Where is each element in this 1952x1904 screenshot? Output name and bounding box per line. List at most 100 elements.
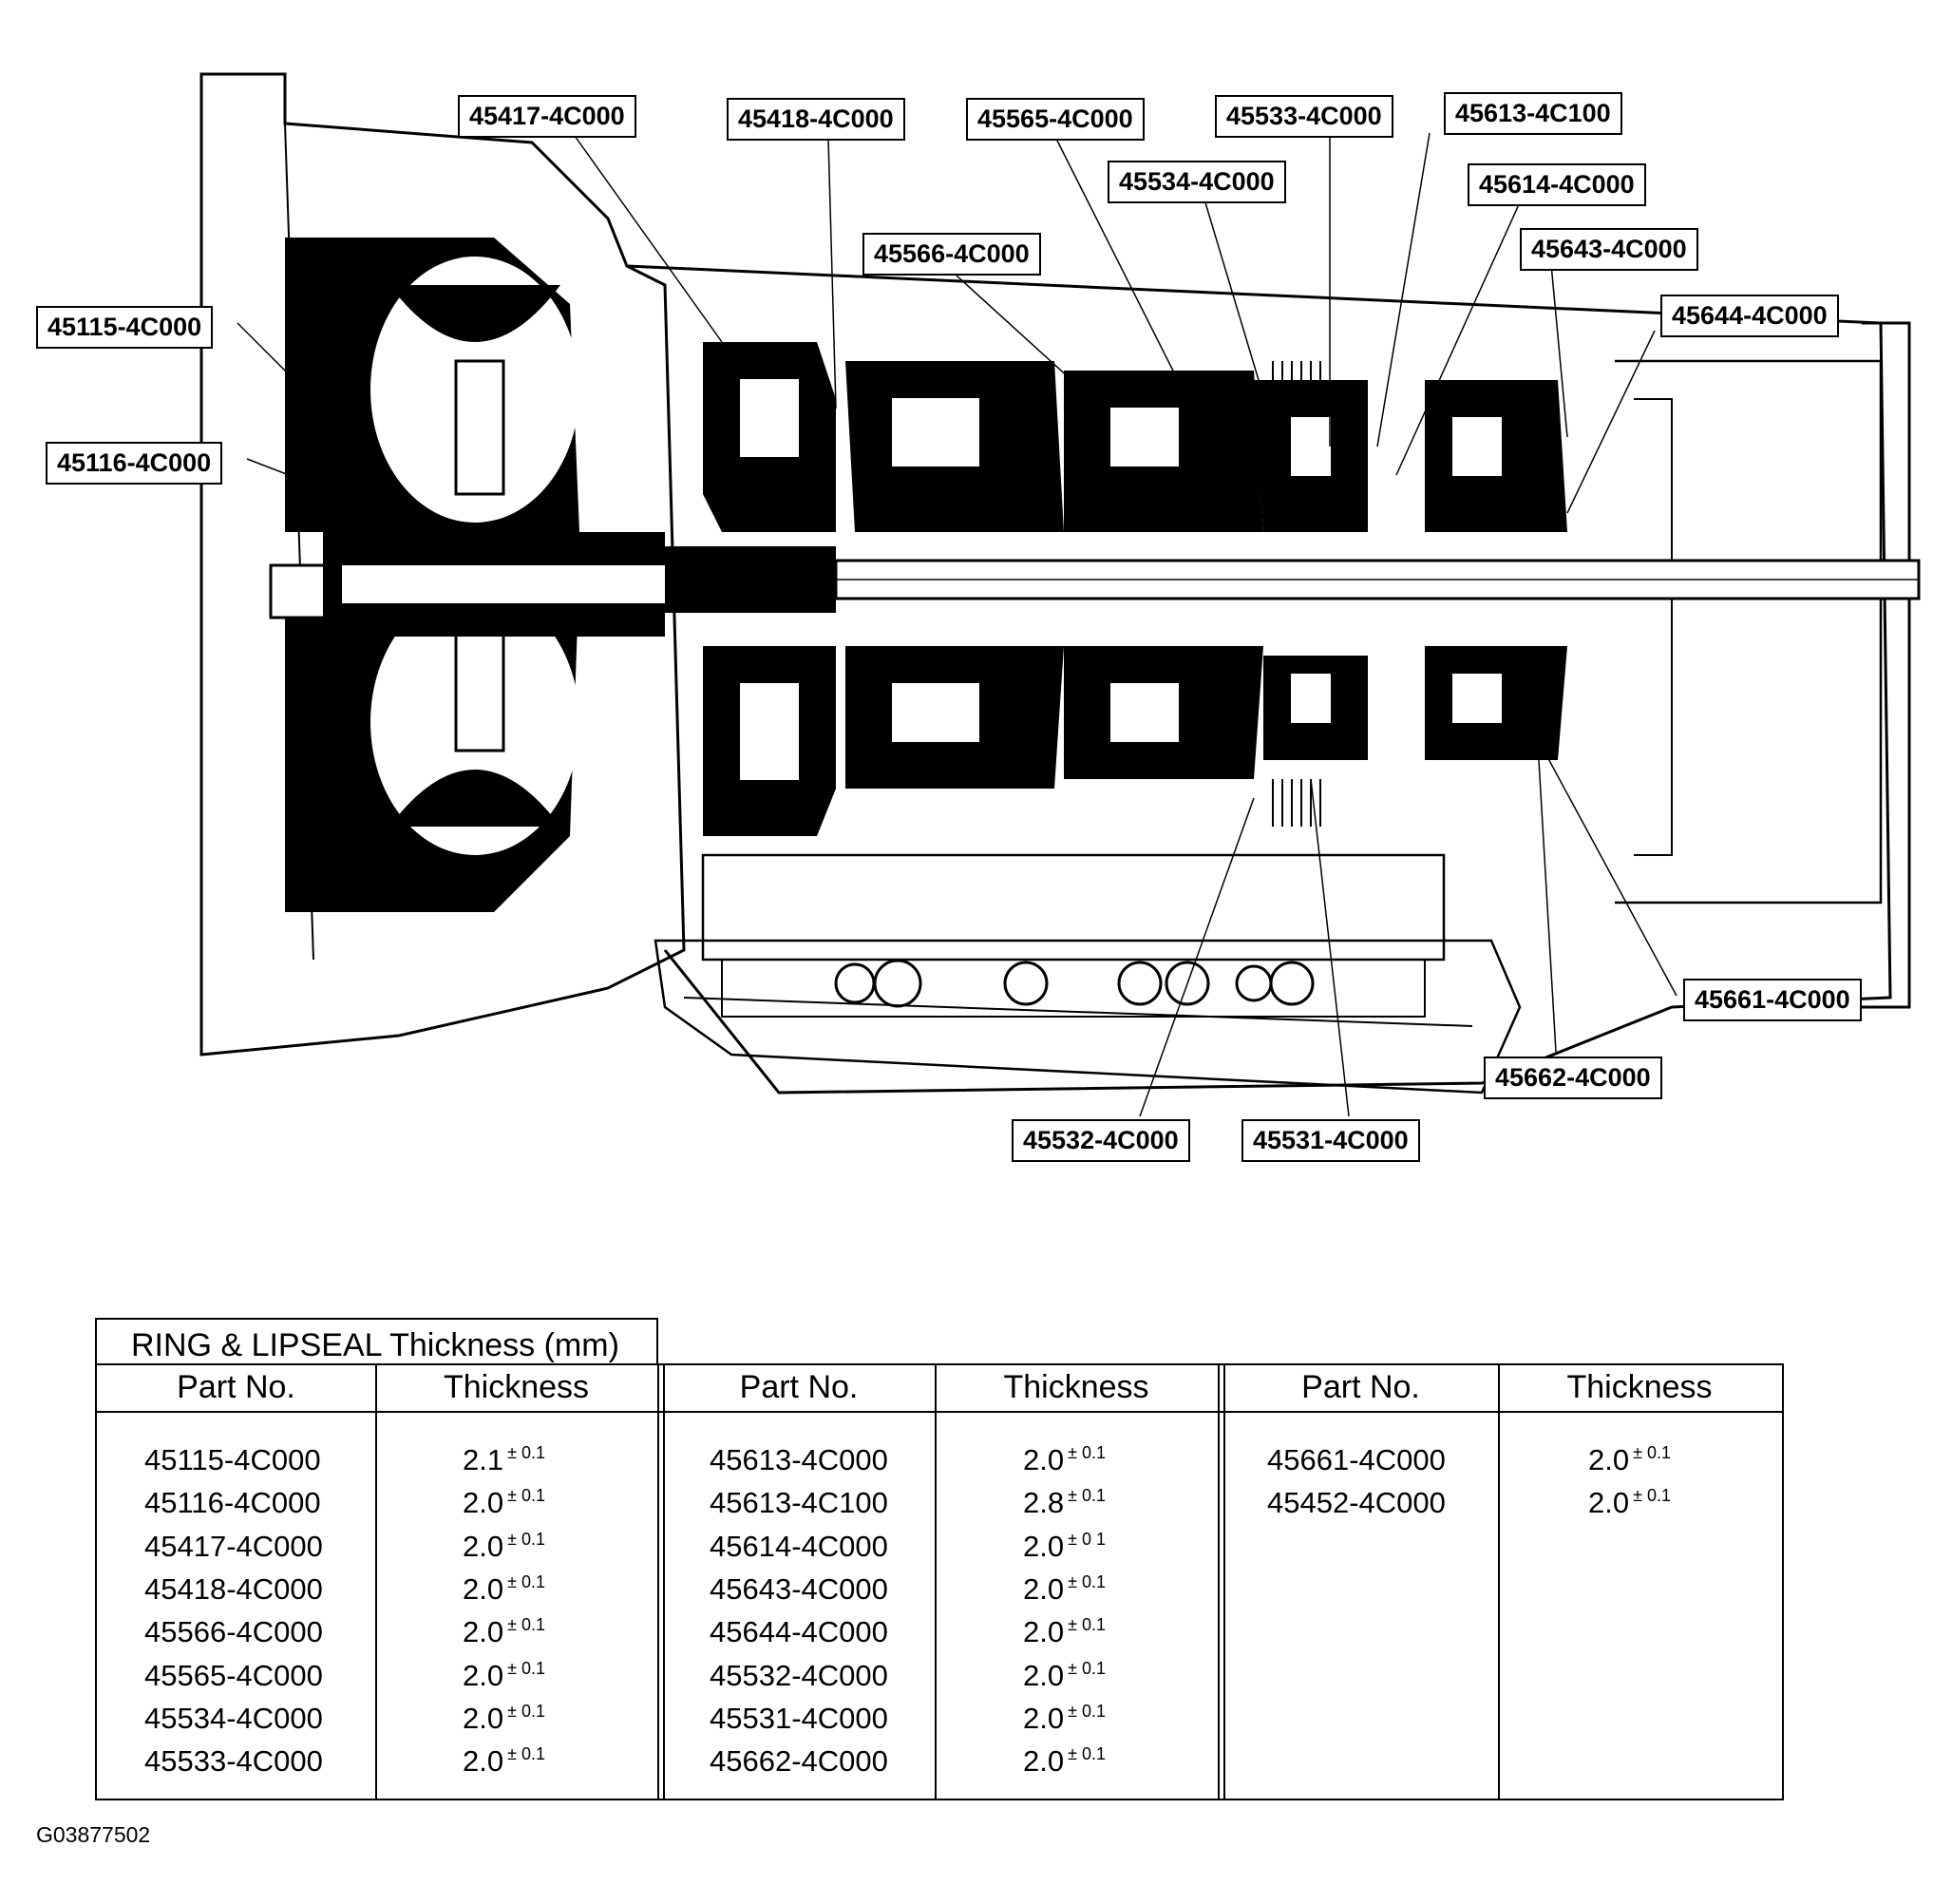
- part-number-cell: 45566-4C000: [144, 1615, 323, 1649]
- table-grid: Part No. Thickness Part No. Thickness Pa…: [95, 1363, 1784, 1800]
- thickness-value: 2.0: [1588, 1443, 1630, 1476]
- part-number-cell: 45452-4C000: [1267, 1486, 1446, 1520]
- thickness-tolerance: ± 0.1: [1068, 1486, 1107, 1506]
- callout-45613-4c100: 45613-4C100: [1444, 92, 1622, 135]
- thickness-tolerance: ± 0 1: [1068, 1529, 1107, 1549]
- thickness-cell: 2.0± 0.1: [463, 1572, 545, 1607]
- figure-code: G03877502: [36, 1822, 151, 1847]
- header-thickness-1: Thickness: [443, 1369, 590, 1405]
- part-number-cell: 45531-4C000: [710, 1701, 888, 1735]
- thickness-value: 2.0: [463, 1744, 504, 1779]
- callout-45532: 45532-4C000: [1012, 1119, 1190, 1162]
- thickness-cell: 2.0± 0.1: [1023, 1702, 1106, 1736]
- callout-45662: 45662-4C000: [1484, 1057, 1662, 1099]
- thickness-cell: 2.0± 0.1: [1588, 1443, 1671, 1477]
- part-number-cell: 45565-4C000: [144, 1658, 323, 1692]
- thickness-tolerance: ± 0.1: [507, 1529, 546, 1549]
- thickness-value: 2.0: [1023, 1744, 1065, 1779]
- callout-45566: 45566-4C000: [862, 233, 1041, 276]
- part-number-cell: 45417-4C000: [144, 1529, 323, 1563]
- thickness-value: 2.8: [1023, 1486, 1065, 1520]
- thickness-cell: 2.0± 0.1: [463, 1615, 545, 1649]
- callout-45661: 45661-4C000: [1683, 979, 1862, 1021]
- part-number-cell: 45533-4C000: [144, 1744, 323, 1779]
- thickness-cell: 2.0± 0.1: [1023, 1443, 1106, 1477]
- ring-lipseal-thickness-table: RING & LIPSEAL Thickness (mm) Part No. T…: [95, 1318, 1784, 1800]
- header-thickness-3: Thickness: [1566, 1369, 1713, 1405]
- part-number-cell: 45613-4C000: [710, 1443, 888, 1476]
- callout-45643: 45643-4C000: [1520, 228, 1698, 271]
- thickness-tolerance: ± 0.1: [1633, 1486, 1672, 1506]
- thickness-value: 2.0: [1023, 1658, 1065, 1692]
- thickness-cell: 2.0± 0.1: [463, 1486, 545, 1520]
- header-part-no-1: Part No.: [177, 1369, 295, 1405]
- thickness-tolerance: ± 0.1: [507, 1486, 546, 1506]
- callout-45533: 45533-4C000: [1215, 95, 1393, 138]
- thickness-value: 2.0: [1023, 1529, 1065, 1563]
- thickness-tolerance: ± 0.1: [1068, 1615, 1107, 1635]
- part-number-cell: 45418-4C000: [144, 1571, 323, 1606]
- callout-45644: 45644-4C000: [1660, 295, 1839, 337]
- callout-45565: 45565-4C000: [966, 98, 1145, 141]
- table-title: RING & LIPSEAL Thickness (mm): [95, 1318, 658, 1363]
- callout-45418: 45418-4C000: [727, 98, 905, 141]
- thickness-cell: 2.0± 0.1: [463, 1659, 545, 1693]
- part-number-cell: 45662-4C000: [710, 1744, 888, 1779]
- thickness-tolerance: ± 0.1: [507, 1443, 546, 1462]
- thickness-value: 2.0: [463, 1658, 504, 1692]
- thickness-tolerance: ± 0.1: [1068, 1744, 1107, 1764]
- thickness-value: 2.0: [1023, 1615, 1065, 1649]
- callout-45531: 45531-4C000: [1241, 1119, 1420, 1162]
- part-number-cell: 45534-4C000: [144, 1701, 323, 1735]
- transmission-drawing: [199, 72, 1921, 1117]
- thickness-value: 2.0: [463, 1701, 504, 1735]
- callout-45116: 45116-4C000: [46, 442, 223, 485]
- thickness-value: 2.0: [463, 1486, 504, 1520]
- thickness-cell: 2.0± 0.1: [1023, 1615, 1106, 1649]
- part-number-cell: 45661-4C000: [1267, 1443, 1446, 1476]
- thickness-tolerance: ± 0.1: [1068, 1658, 1107, 1678]
- callout-45115: 45115-4C000: [36, 306, 214, 349]
- thickness-cell: 2.0± 0.1: [1023, 1572, 1106, 1607]
- thickness-value: 2.0: [463, 1571, 504, 1606]
- callout-45534: 45534-4C000: [1108, 161, 1286, 203]
- callout-45417: 45417-4C000: [458, 95, 636, 138]
- part-number-cell: 45115-4C000: [144, 1443, 321, 1476]
- thickness-tolerance: ± 0.1: [507, 1571, 546, 1591]
- thickness-tolerance: ± 0.1: [507, 1701, 546, 1721]
- header-part-no-2: Part No.: [739, 1369, 859, 1405]
- part-number-cell: 45643-4C000: [710, 1571, 888, 1606]
- thickness-tolerance: ± 0.1: [507, 1615, 546, 1635]
- header-part-no-3: Part No.: [1301, 1369, 1420, 1405]
- thickness-cell: 2.8± 0.1: [1023, 1486, 1106, 1520]
- part-number-cell: 45116-4C000: [144, 1486, 321, 1520]
- thickness-cell: 2.0± 0.1: [1588, 1486, 1671, 1520]
- thickness-value: 2.0: [1023, 1443, 1065, 1476]
- part-number-cell: 45532-4C000: [710, 1658, 888, 1692]
- callout-45614: 45614-4C000: [1468, 163, 1646, 206]
- thickness-value: 2.0: [1023, 1571, 1065, 1606]
- thickness-value: 2.0: [1023, 1701, 1065, 1735]
- thickness-tolerance: ± 0.1: [507, 1658, 546, 1678]
- thickness-cell: 2.0± 0.1: [463, 1530, 545, 1564]
- part-number-cell: 45613-4C100: [710, 1486, 888, 1520]
- thickness-cell: 2.0± 0.1: [463, 1744, 545, 1779]
- header-thickness-2: Thickness: [1003, 1369, 1149, 1405]
- thickness-tolerance: ± 0.1: [1068, 1701, 1107, 1721]
- thickness-value: 2.0: [463, 1529, 504, 1563]
- part-number-cell: 45614-4C000: [710, 1529, 888, 1563]
- thickness-value: 2.1: [463, 1443, 504, 1476]
- thickness-tolerance: ± 0.1: [1633, 1443, 1672, 1462]
- transmission-cross-section: 45417-4C000 45418-4C000 45565-4C000 4553…: [36, 72, 1921, 1162]
- thickness-value: 2.0: [1588, 1486, 1630, 1520]
- thickness-value: 2.0: [463, 1615, 504, 1649]
- thickness-cell: 2.1± 0.1: [463, 1443, 545, 1477]
- thickness-tolerance: ± 0.1: [1068, 1571, 1107, 1591]
- thickness-cell: 2.0± 0 1: [1023, 1530, 1106, 1564]
- thickness-cell: 2.0± 0.1: [1023, 1744, 1106, 1779]
- thickness-tolerance: ± 0.1: [507, 1744, 546, 1764]
- part-number-cell: 45644-4C000: [710, 1615, 888, 1649]
- thickness-tolerance: ± 0.1: [1068, 1443, 1107, 1462]
- thickness-cell: 2.0± 0.1: [463, 1702, 545, 1736]
- thickness-cell: 2.0± 0.1: [1023, 1659, 1106, 1693]
